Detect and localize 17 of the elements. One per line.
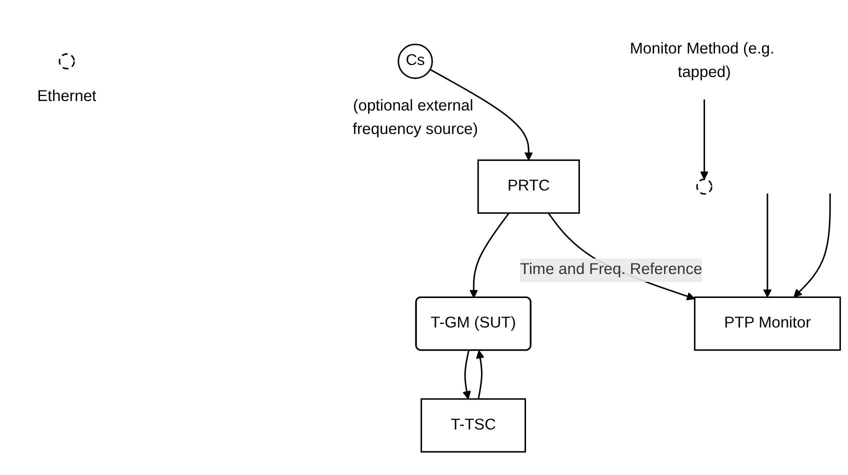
arrow [793,193,831,298]
arrow [462,350,471,400]
node-box: PRTC [477,159,580,214]
arrow [700,100,709,180]
node-ellipse [696,178,712,195]
arrow [763,193,772,298]
node-ellipse [58,53,75,70]
arrow [476,350,484,400]
node-circle: Cs [398,44,433,79]
node-label: (optional external frequency source) [352,98,478,138]
node-text: Monitor Method (e.g. tapped) [630,40,774,81]
node-box: T-TSC [420,398,526,453]
node-label: Ethernet [37,88,96,105]
arrow [469,212,510,298]
arrow [430,68,533,161]
node-box: PTP Monitor [694,296,841,351]
edge-label: Time and Freq. Reference [520,261,702,278]
